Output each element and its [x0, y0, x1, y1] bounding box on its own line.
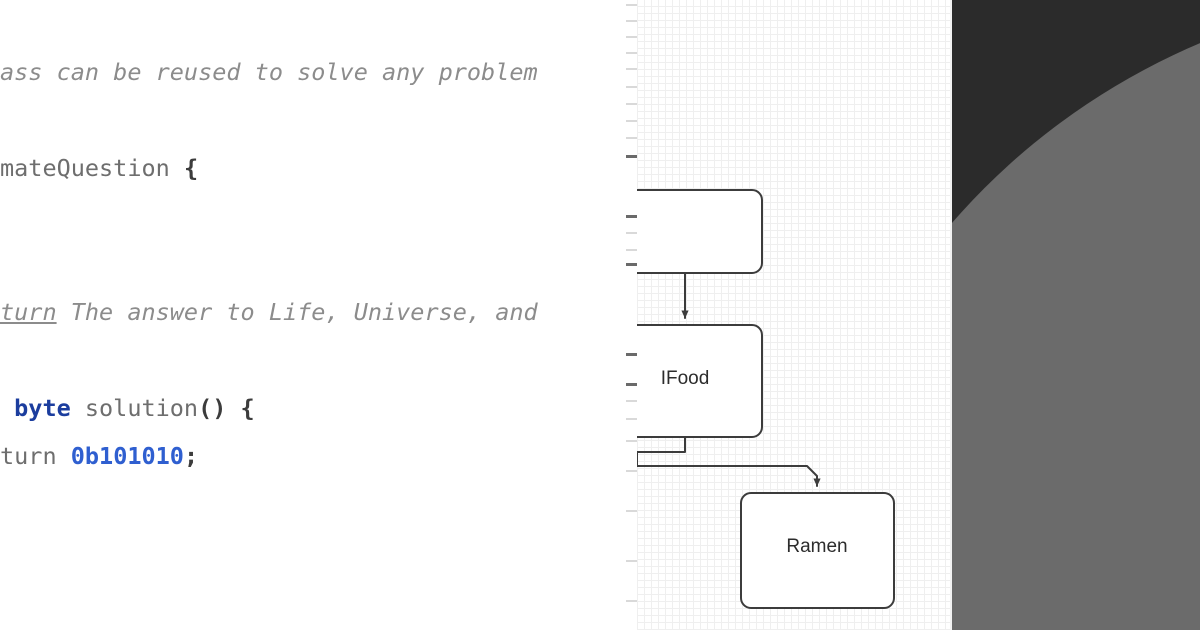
node-label: IFood — [661, 368, 710, 389]
code-token-ident: turn — [0, 442, 71, 470]
code-token-punct: () { — [198, 394, 255, 422]
overview-ruler-mark — [626, 103, 637, 105]
diagram-edge[interactable] — [637, 436, 821, 487]
code-token-kw: byte — [0, 394, 85, 422]
overview-ruler-mark — [626, 560, 637, 562]
code-line[interactable]: ass can be reused to solve any problem — [0, 48, 637, 96]
overview-ruler-mark — [626, 86, 637, 88]
overview-ruler-mark — [626, 418, 637, 420]
overview-ruler-mark — [626, 36, 637, 38]
overview-ruler[interactable] — [626, 0, 637, 630]
overview-ruler-mark — [626, 510, 637, 512]
overview-ruler-mark — [626, 600, 637, 602]
overview-ruler-mark — [626, 263, 637, 266]
node-box[interactable] — [740, 492, 895, 609]
code-token-punct: ; — [183, 442, 199, 470]
overview-ruler-mark — [626, 470, 637, 472]
code-line[interactable] — [0, 192, 637, 240]
code-line[interactable] — [0, 240, 637, 288]
code-token-num: 0b101010 — [70, 442, 184, 470]
code-line[interactable] — [0, 0, 637, 48]
code-line[interactable]: byte solution() { — [0, 384, 637, 432]
code-token-punct: { — [183, 154, 199, 182]
code-token-comment: The answer to Life, Universe, and — [56, 298, 538, 326]
overview-ruler-mark — [626, 155, 637, 158]
node-box[interactable] — [637, 324, 763, 438]
diagram-node-unlabeled[interactable] — [637, 189, 763, 274]
code-token-ident: mateQuestion — [0, 154, 184, 182]
code-token-comment: ass can be reused to solve any problem — [0, 58, 538, 86]
overview-ruler-mark — [626, 20, 637, 22]
panel-divider — [950, 0, 952, 630]
code-line[interactable] — [0, 336, 637, 384]
code-line[interactable]: turn 0b101010; — [0, 432, 637, 480]
overview-ruler-mark — [626, 4, 637, 6]
overview-ruler-mark — [626, 137, 637, 139]
node-label: Ramen — [786, 536, 847, 557]
overview-ruler-mark — [626, 120, 637, 122]
code-line[interactable]: mateQuestion { — [0, 144, 637, 192]
diagram-node-ifood[interactable]: IFood — [637, 324, 763, 438]
code-line[interactable]: turn The answer to Life, Universe, and — [0, 288, 637, 336]
overview-ruler-mark — [626, 249, 637, 251]
overview-ruler-mark — [626, 215, 637, 218]
overview-ruler-mark — [626, 400, 637, 402]
code-token-ident: solution — [84, 394, 199, 422]
dark-surface-panel — [952, 0, 1200, 630]
diagram-node-ramen[interactable]: Ramen — [740, 492, 895, 609]
node-box[interactable] — [637, 189, 763, 274]
code-token-tag: turn — [0, 298, 57, 326]
code-text-area[interactable]: ass can be reused to solve any problem m… — [0, 0, 637, 528]
overview-ruler-mark — [626, 232, 637, 234]
diagram-edges — [637, 272, 821, 487]
overview-ruler-mark — [626, 52, 637, 54]
overview-ruler-mark — [626, 440, 637, 442]
code-editor-panel[interactable]: ass can be reused to solve any problem m… — [0, 0, 637, 630]
code-line[interactable] — [0, 480, 637, 528]
code-line[interactable] — [0, 96, 637, 144]
overview-ruler-mark — [626, 353, 637, 356]
overview-ruler-mark — [626, 383, 637, 386]
overview-ruler-mark — [626, 68, 637, 70]
circle-shape — [952, 0, 1200, 630]
